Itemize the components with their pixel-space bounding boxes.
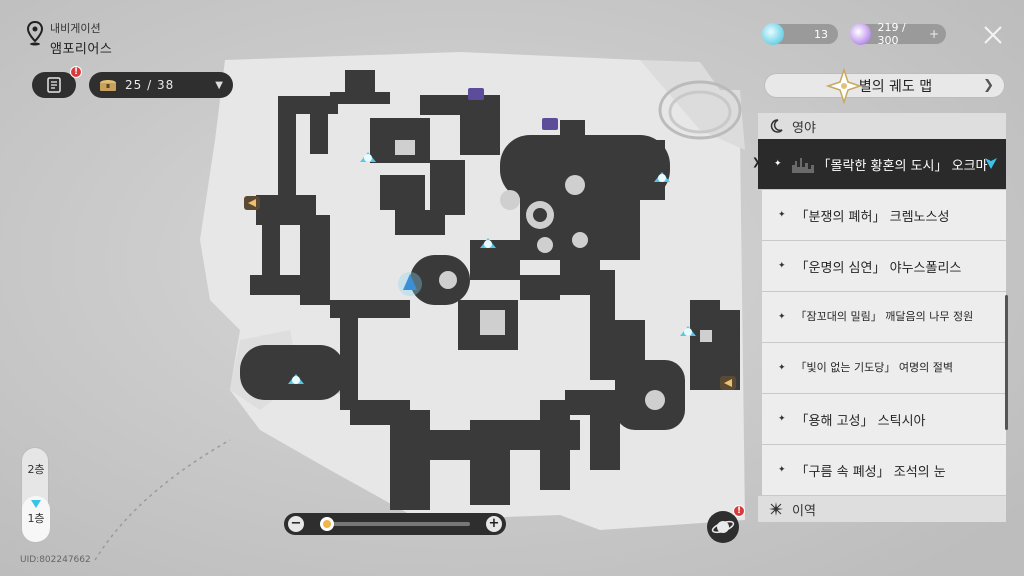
- currency-1-value: 13: [814, 27, 828, 41]
- region-label: 「분쟁의 폐허」 크렘노스성: [795, 209, 950, 225]
- floor-1-button[interactable]: 1층: [22, 496, 50, 542]
- panel-scrollbar[interactable]: [1005, 295, 1008, 430]
- section-label: 영야: [792, 120, 816, 136]
- power-icon: [850, 23, 872, 45]
- crescent-moon-icon: [770, 119, 783, 133]
- floor-2-button[interactable]: 2층: [27, 463, 45, 476]
- bullet-star-icon: ✦: [778, 465, 786, 475]
- zoom-slider-knob[interactable]: [320, 517, 334, 531]
- zoom-in-button[interactable]: +: [486, 516, 502, 532]
- region-item-eye-of-tides[interactable]: ✦ 「구름 속 폐성」 조석의 눈: [762, 445, 1006, 496]
- bullet-star-icon: ✦: [774, 159, 782, 169]
- exit-markers: [244, 196, 736, 390]
- region-label: 「몰락한 황혼의 도시」 오크마: [817, 158, 988, 174]
- region-label: 「잠꼬대의 밀림」 깨달음의 나무 정원: [795, 310, 974, 323]
- uid-label: UID:802247662: [20, 555, 91, 565]
- zoom-out-button[interactable]: −: [288, 516, 304, 532]
- location-name: 앰포리어스: [50, 42, 113, 57]
- section-label: 이역: [792, 503, 816, 519]
- region-item-kremnos[interactable]: ✦ 「분쟁의 폐허」 크렘노스성: [762, 190, 1006, 241]
- selected-indicator-icon: ❯: [752, 157, 761, 168]
- region-item-okhema[interactable]: ❯ ✦ 「몰락한 황혼의 도시」 오크마: [752, 139, 1006, 190]
- sparkle-icon: [769, 502, 783, 516]
- planet-icon: [711, 520, 735, 534]
- location-header: 내비게이션 앰포리어스: [26, 20, 112, 57]
- region-item-cliff[interactable]: ✦ 「빛이 없는 기도당」 여명의 절벽: [762, 343, 1006, 394]
- floor-switcher: 2층 1층: [21, 447, 50, 543]
- treasure-count: 25 / 38: [125, 78, 175, 92]
- region-list: 영야 ❯ ✦ 「몰락한 황혼의 도시」 오크마 ✦ 「분쟁의 폐허」 크렘노스성…: [752, 113, 1006, 545]
- region-item-styxia[interactable]: ✦ 「용해 고성」 스틱시아: [762, 394, 1006, 445]
- star-map-alert-badge: !: [733, 505, 745, 517]
- chevron-right-icon: ❯: [983, 78, 994, 93]
- region-item-janusopolis[interactable]: ✦ 「운명의 심연」 야누스폴리스: [762, 241, 1006, 292]
- bullet-star-icon: ✦: [778, 210, 786, 220]
- treasure-chest-icon: [100, 80, 116, 91]
- star-map-button[interactable]: !: [707, 505, 745, 543]
- star-rail-map-icon: [825, 67, 863, 105]
- bullet-star-icon: ✦: [778, 363, 786, 373]
- current-floor-icon: [31, 500, 41, 508]
- region-label: 「빛이 없는 기도당」 여명의 절벽: [795, 361, 953, 374]
- add-power-button[interactable]: +: [928, 27, 939, 41]
- puzzle-markers: [468, 88, 558, 130]
- section-header-other-realm[interactable]: 이역: [758, 496, 1006, 522]
- location-pin-icon: [26, 20, 44, 46]
- player-marker: [398, 272, 422, 296]
- mission-alert-badge: !: [70, 66, 82, 78]
- region-label: 「구름 속 폐성」 조석의 눈: [795, 464, 946, 480]
- region-item-grove[interactable]: ✦ 「잠꼬대의 밀림」 깨달음의 나무 정원: [762, 292, 1006, 343]
- region-label: 「운명의 심연」 야누스폴리스: [795, 260, 962, 276]
- fuel-icon: [762, 23, 784, 45]
- teleport-markers: [288, 152, 696, 384]
- mission-button[interactable]: !: [32, 66, 82, 98]
- star-rail-map-button[interactable]: 별의 궤도 맵 ❯: [764, 67, 1005, 105]
- current-location-icon: [985, 158, 997, 169]
- currency-trailblaze-power[interactable]: 219 / 300 +: [850, 21, 946, 47]
- currency-2-value: 219 / 300: [877, 21, 906, 47]
- city-skyline-icon: [791, 158, 814, 173]
- mission-list-icon: [47, 77, 61, 93]
- zoom-slider[interactable]: [320, 517, 470, 531]
- location-mode: 내비게이션: [50, 22, 101, 35]
- bullet-star-icon: ✦: [778, 312, 786, 322]
- map-buildings: [240, 70, 740, 510]
- zoom-control: − +: [284, 513, 506, 535]
- panel-title: 별의 궤도 맵: [858, 78, 933, 95]
- section-header-amphoreus[interactable]: 영야: [758, 113, 1006, 139]
- dropdown-caret-icon: ▼: [215, 79, 223, 91]
- region-label: 「용해 고성」 스틱시아: [795, 413, 926, 429]
- currency-trailblaze-fuel[interactable]: 13: [762, 23, 838, 45]
- treasure-counter[interactable]: 25 / 38 ▼: [89, 72, 233, 98]
- floor-1-label: 1층: [27, 512, 45, 525]
- bullet-star-icon: ✦: [778, 261, 786, 271]
- bullet-star-icon: ✦: [778, 414, 786, 424]
- close-icon[interactable]: [982, 24, 1004, 46]
